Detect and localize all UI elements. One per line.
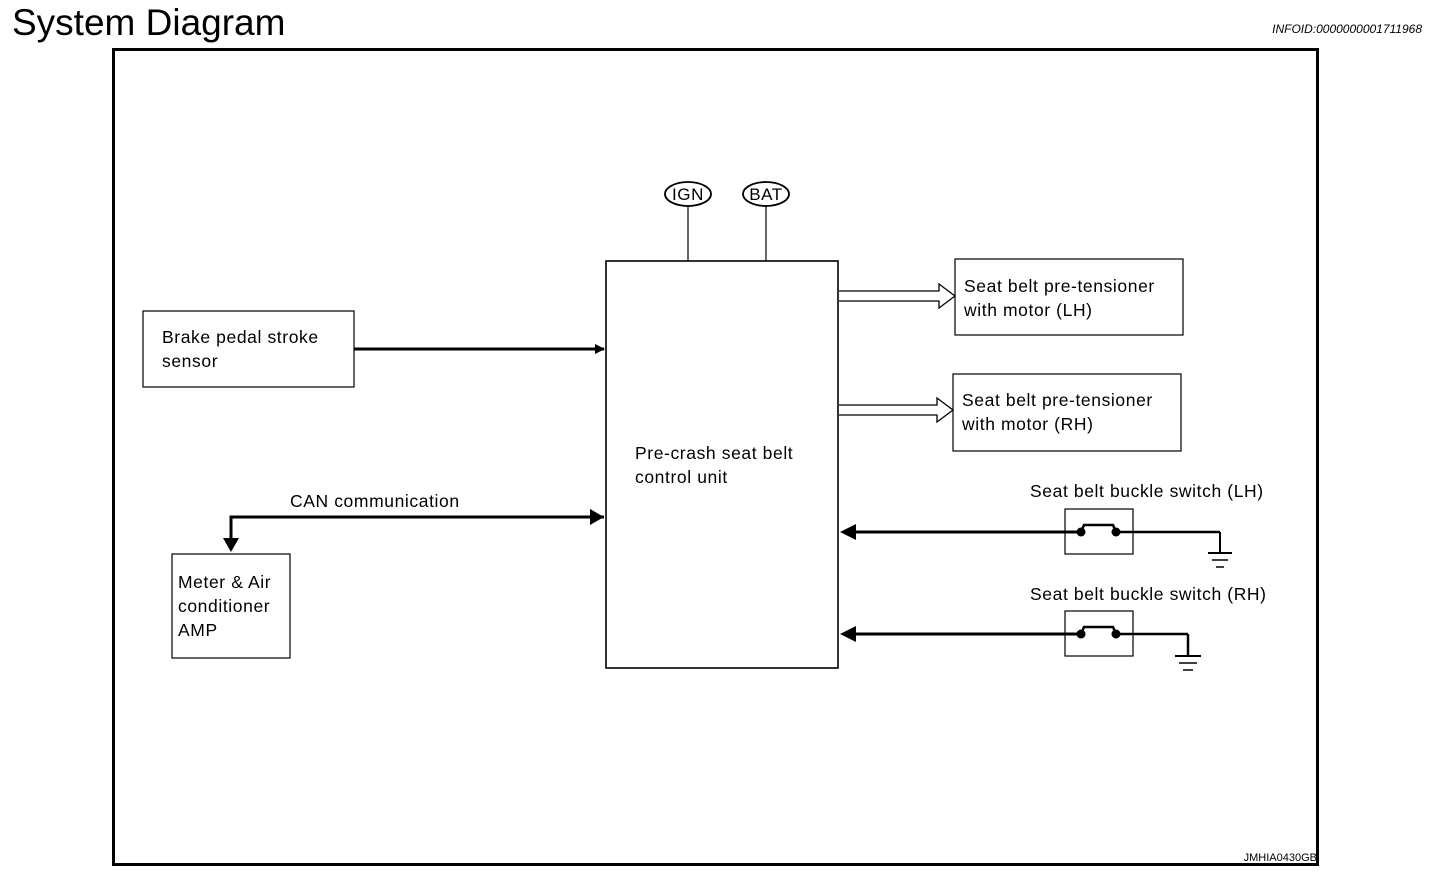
control-unit-label-line1: Pre-crash seat belt bbox=[635, 443, 793, 463]
ign-terminal: IGN bbox=[664, 181, 712, 261]
meter-amp-label-line3: AMP bbox=[178, 620, 218, 640]
buckle-switch-rh-label: Seat belt buckle switch (RH) bbox=[1030, 584, 1267, 604]
buckle-switch-rh bbox=[1064, 610, 1190, 657]
buckle-switch-lh-signal-arrow bbox=[840, 524, 1081, 540]
buckle-switch-lh-label: Seat belt buckle switch (LH) bbox=[1030, 481, 1264, 501]
buckle-switch-rh-signal-arrow bbox=[840, 626, 1081, 642]
brake-sensor-label-line1: Brake pedal stroke bbox=[162, 327, 319, 347]
buckle-switch-lh bbox=[1064, 508, 1221, 555]
info-id: INFOID:0000000001711968 bbox=[1272, 22, 1422, 36]
ign-label: IGN bbox=[672, 185, 704, 204]
brake-sensor-label-line2: sensor bbox=[162, 351, 218, 371]
pretensioner-lh-label-line2: with motor (LH) bbox=[963, 300, 1093, 320]
can-communication-line bbox=[223, 509, 604, 552]
bat-label: BAT bbox=[749, 185, 783, 204]
meter-amp-box: Meter & Air conditioner AMP bbox=[171, 553, 291, 659]
diagram-frame bbox=[112, 48, 1319, 866]
meter-amp-label-line2: conditioner bbox=[178, 596, 270, 616]
pretensioner-lh-power-arrow bbox=[839, 282, 957, 310]
bat-terminal: BAT bbox=[742, 181, 790, 261]
pretensioner-lh-label-line1: Seat belt pre-tensioner bbox=[964, 276, 1155, 296]
control-unit-box: Pre-crash seat belt control unit bbox=[605, 260, 839, 669]
pretensioner-lh-box: Seat belt pre-tensioner with motor (LH) bbox=[954, 258, 1184, 336]
ground-lh-icon bbox=[1208, 552, 1232, 568]
ground-rh-icon bbox=[1175, 655, 1201, 671]
can-communication-label: CAN communication bbox=[290, 491, 460, 511]
brake-sensor-box: Brake pedal stroke sensor bbox=[142, 310, 355, 388]
page-title: System Diagram bbox=[12, 2, 286, 43]
figure-code: JMHIA0430GB bbox=[1244, 852, 1317, 864]
control-unit-label-line2: control unit bbox=[635, 467, 728, 487]
pretensioner-rh-label-line2: with motor (RH) bbox=[961, 414, 1094, 434]
pretensioner-rh-box: Seat belt pre-tensioner with motor (RH) bbox=[952, 373, 1182, 452]
pretensioner-rh-power-arrow bbox=[839, 396, 955, 424]
meter-amp-label-line1: Meter & Air bbox=[178, 572, 271, 592]
pretensioner-rh-label-line1: Seat belt pre-tensioner bbox=[962, 390, 1153, 410]
